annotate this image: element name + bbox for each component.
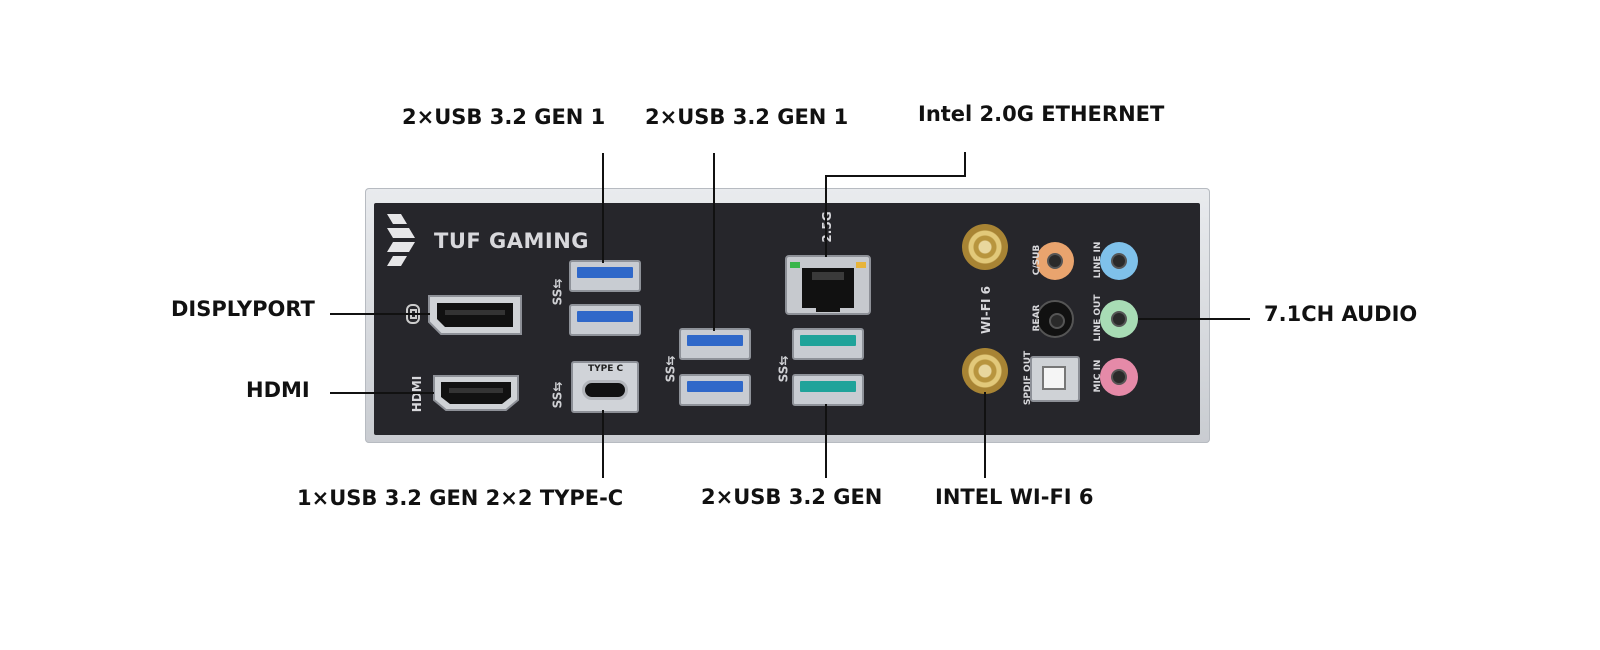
callout-audio: 7.1CH AUDIO	[1264, 302, 1418, 326]
wifi-label: WI-FI 6	[979, 286, 993, 334]
callout-usb-gen: 2×USB 3.2 GEN	[701, 485, 883, 509]
jack-orange	[1036, 242, 1074, 280]
leader-line-ethernet-v2	[825, 175, 827, 257]
audio-label-spdif: SPDIF OUT	[1023, 350, 1033, 406]
antenna-connector-icon	[962, 348, 1008, 394]
leader-line-usb-left-top	[602, 153, 604, 263]
audio-label-rear: REAR	[1032, 304, 1042, 332]
brand-text: TUF GAMING	[434, 229, 590, 253]
callout-usb-mid-top: 2×USB 3.2 GEN 1	[645, 105, 849, 129]
tuf-logo-icon	[387, 214, 415, 266]
audio-label-mic-in: MIC IN	[1093, 359, 1103, 393]
leader-line-usb-mid-top	[713, 153, 715, 331]
jack-blue	[1100, 242, 1138, 280]
usb-port-blue	[679, 374, 751, 406]
leader-line-usb-gen	[825, 404, 827, 478]
callout-displayport: DISPLYPORT	[171, 297, 315, 321]
callout-hdmi: HDMI	[246, 378, 310, 402]
jack-black	[1036, 300, 1074, 338]
typec-port-label: TYPE C	[588, 364, 624, 374]
callout-wifi: INTEL WI-FI 6	[935, 485, 1094, 509]
ethernet-port	[785, 255, 871, 315]
lan-speed-label: 2.5G	[820, 211, 834, 243]
callout-ethernet: Intel 2.0G ETHERNET	[918, 102, 1165, 126]
jack-pink	[1100, 358, 1138, 396]
usb-port-teal	[792, 328, 864, 360]
leader-line-typec	[602, 410, 604, 478]
superspeed-usb-icon: SS⇆	[776, 355, 791, 383]
usb-port-blue	[569, 304, 641, 336]
superspeed-usb-icon: SS⇆	[550, 381, 565, 409]
usb-port-teal	[792, 374, 864, 406]
typec-port	[582, 380, 628, 400]
superspeed-usb-icon: SS⇆	[550, 278, 565, 306]
leader-line-wifi	[984, 392, 986, 478]
superspeed-usb-icon: SS⇆	[663, 355, 678, 383]
leader-line-ethernet-v1	[964, 152, 966, 177]
displayport-port	[428, 295, 522, 335]
leader-line-hdmi	[330, 392, 434, 394]
usb-port-blue	[569, 260, 641, 292]
usb-port-blue	[679, 328, 751, 360]
leader-line-displayport	[330, 313, 430, 315]
callout-typec: 1×USB 3.2 GEN 2×2 TYPE-C	[297, 486, 624, 510]
leader-line-ethernet-h	[825, 175, 966, 177]
leader-line-audio	[1138, 318, 1250, 320]
hdmi-port-label: HDMI	[410, 375, 424, 413]
spdif-port-window	[1042, 366, 1066, 390]
antenna-connector-icon	[962, 224, 1008, 270]
displayport-icon	[406, 304, 420, 324]
jack-green	[1100, 300, 1138, 338]
hdmi-port	[433, 375, 519, 411]
callout-usb-left-top: 2×USB 3.2 GEN 1	[402, 105, 606, 129]
